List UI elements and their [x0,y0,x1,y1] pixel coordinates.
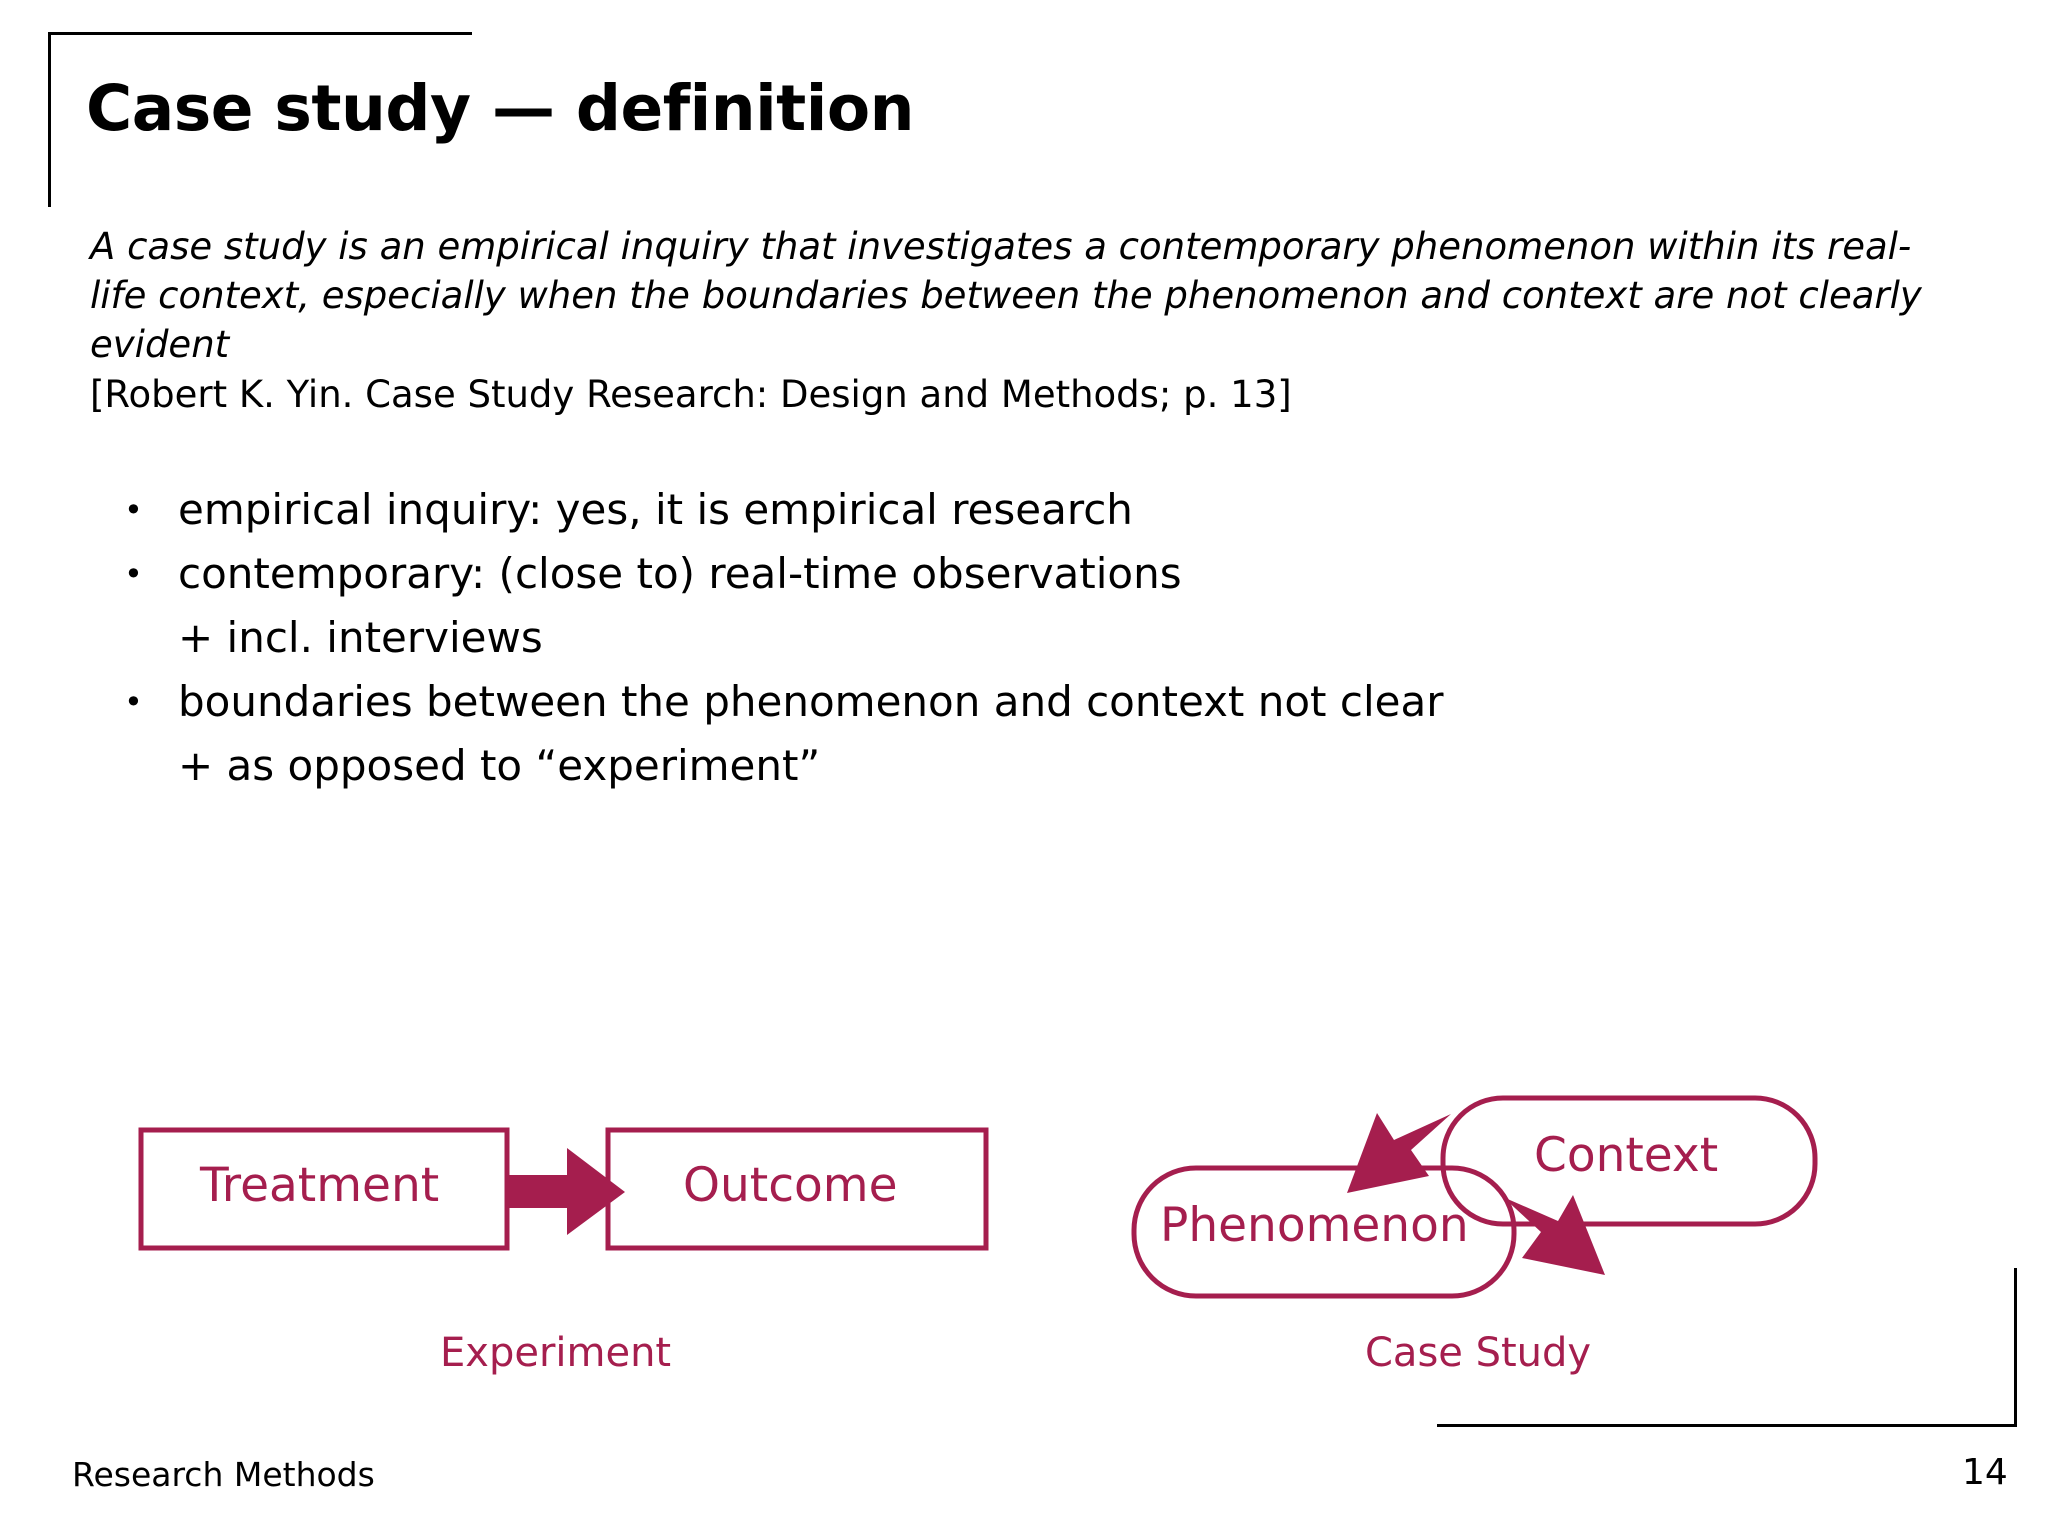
list-item-label: + incl. interviews [178,613,543,662]
list-item-label: empirical inquiry: yes, it is empirical … [178,485,1133,534]
bullet-dot-icon: • [124,683,143,721]
case-study-caption: Case Study [1365,1330,1592,1376]
experiment-caption: Experiment [440,1330,672,1376]
context-box-label: Context [1534,1128,1719,1183]
frame-bottom-horizontal-rule [1437,1424,2017,1427]
list-item: + as opposed to “experiment” [110,734,1910,798]
bullet-list: • empirical inquiry: yes, it is empirica… [110,478,1910,798]
footer-course-name: Research Methods [72,1455,375,1494]
frame-top-vertical-rule [48,32,51,207]
list-item: + incl. interviews [110,606,1910,670]
list-item: • contemporary: (close to) real-time obs… [110,542,1910,606]
page-title: Case study — definition [86,72,915,145]
list-item-label: boundaries between the phenomenon and co… [178,677,1444,726]
definition-citation: [Robert K. Yin. Case Study Research: Des… [90,373,1292,416]
footer-page-number: 14 [1962,1452,2008,1493]
list-item: • empirical inquiry: yes, it is empirica… [110,478,1910,542]
frame-top-horizontal-rule [48,32,472,35]
list-item: • boundaries between the phenomenon and … [110,670,1910,734]
bullet-dot-icon: • [124,491,143,529]
list-item-label: contemporary: (close to) real-time obser… [178,549,1182,598]
right-arrow-icon [505,1148,625,1235]
treatment-box-label: Treatment [200,1158,440,1213]
frame-bottom-vertical-rule [2014,1268,2017,1427]
outcome-box-label: Outcome [683,1158,898,1213]
arrow-up-left-icon [1347,1113,1451,1193]
arrow-up-right-icon [1503,1195,1605,1275]
list-item-label: + as opposed to “experiment” [178,741,821,790]
definition-quote: A case study is an empirical inquiry tha… [90,225,1922,366]
phenomenon-box-label: Phenomenon [1160,1198,1469,1253]
bullet-dot-icon: • [124,555,143,593]
